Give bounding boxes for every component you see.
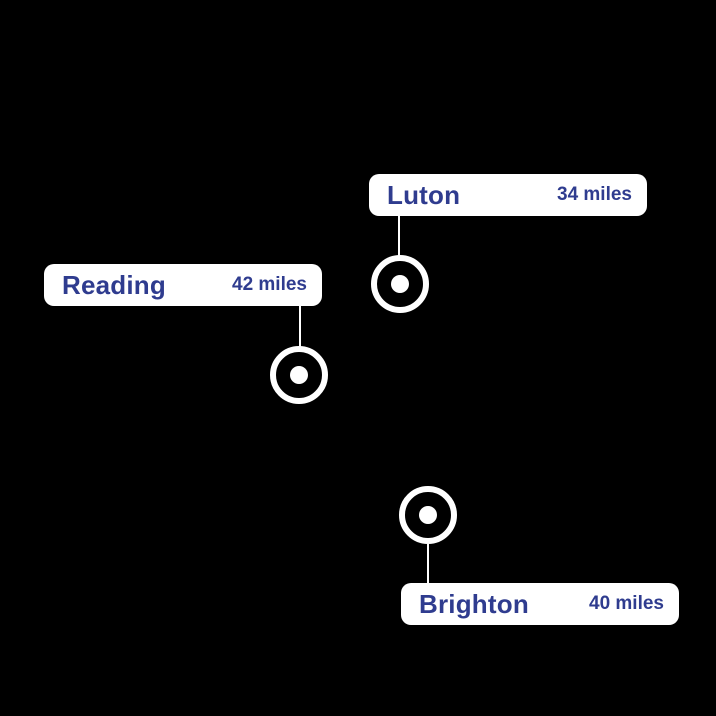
city-distance: 34 miles [557,184,632,205]
city-distance: 42 miles [232,274,307,295]
city-distance: 40 miles [589,593,664,614]
city-name: Brighton [419,588,529,619]
connector-line-reading [299,306,301,347]
connector-line-luton [398,216,400,256]
marker-dot-icon [391,275,409,293]
location-marker-reading[interactable] [270,346,328,404]
city-name: Luton [387,179,461,210]
city-label-luton[interactable]: Luton 34 miles [369,174,647,216]
location-marker-luton[interactable] [371,255,429,313]
city-label-reading[interactable]: Reading 42 miles [44,264,322,306]
marker-dot-icon [419,506,437,524]
connector-line-brighton [427,544,429,584]
city-label-brighton[interactable]: Brighton 40 miles [401,583,679,625]
location-marker-brighton[interactable] [399,486,457,544]
marker-dot-icon [290,366,308,384]
city-name: Reading [62,269,166,300]
